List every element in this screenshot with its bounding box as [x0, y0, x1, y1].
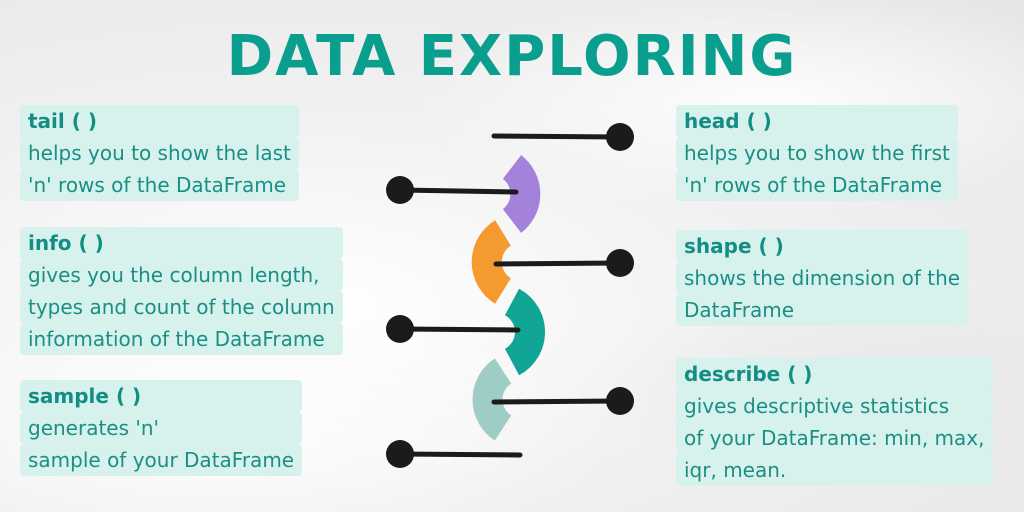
describe-desc-line-3: iqr, mean.: [676, 454, 993, 486]
tail-name: tail ( ): [20, 105, 299, 137]
sample-desc-line-1: generates 'n': [20, 412, 303, 444]
info-desc-line-3: information of the DataFrame: [20, 323, 343, 355]
tail-block: tail ( ) helps you to show the last 'n' …: [20, 105, 299, 201]
sample-desc-line-2: sample of your DataFrame: [20, 444, 303, 476]
sample-block: sample ( ) generates 'n' sample of your …: [20, 380, 303, 476]
connector-sample-dot: [386, 440, 414, 468]
info-block: info ( ) gives you the column length, ty…: [20, 227, 343, 355]
head-name: head ( ): [676, 105, 958, 137]
describe-desc-line-2: of your DataFrame: min, max,: [676, 422, 993, 454]
tail-desc-line-2: 'n' rows of the DataFrame: [20, 169, 299, 201]
connector-shape-line: [493, 260, 623, 267]
connector-info-line: [397, 326, 521, 333]
connector-sample-line: [397, 451, 523, 458]
describe-desc-line-1: gives descriptive statistics: [676, 390, 993, 422]
arc-teal: [504, 288, 545, 376]
shape-desc-line-1: shows the dimension of the: [676, 262, 969, 294]
arc-light-teal: [472, 358, 513, 441]
describe-block: describe ( ) gives descriptive statistic…: [676, 358, 993, 486]
page-title: DATA EXPLORING: [226, 24, 798, 89]
connector-tail-dot: [386, 176, 414, 204]
tail-desc-line-1: helps you to show the last: [20, 137, 299, 169]
head-desc-line-2: 'n' rows of the DataFrame: [676, 169, 958, 201]
connector-head-line: [491, 133, 623, 140]
connector-tail-line: [397, 187, 519, 195]
info-name: info ( ): [20, 227, 343, 259]
describe-name: describe ( ): [676, 358, 993, 390]
shape-name: shape ( ): [676, 230, 969, 262]
info-desc-line-2: types and count of the column: [20, 291, 343, 323]
head-desc-line-1: helps you to show the first: [676, 137, 958, 169]
connector-head-dot: [606, 123, 634, 151]
shape-block: shape ( ) shows the dimension of the Dat…: [676, 230, 969, 326]
shape-desc-line-2: DataFrame: [676, 294, 969, 326]
connector-describe-dot: [606, 387, 634, 415]
connector-info-dot: [386, 315, 414, 343]
connector-shape-dot: [606, 249, 634, 277]
sample-name: sample ( ): [20, 380, 303, 412]
info-desc-line-1: gives you the column length,: [20, 259, 343, 291]
head-block: head ( ) helps you to show the first 'n'…: [676, 105, 958, 201]
arc-purple: [502, 155, 541, 233]
arc-orange: [471, 220, 512, 304]
connector-describe-line: [491, 398, 623, 405]
